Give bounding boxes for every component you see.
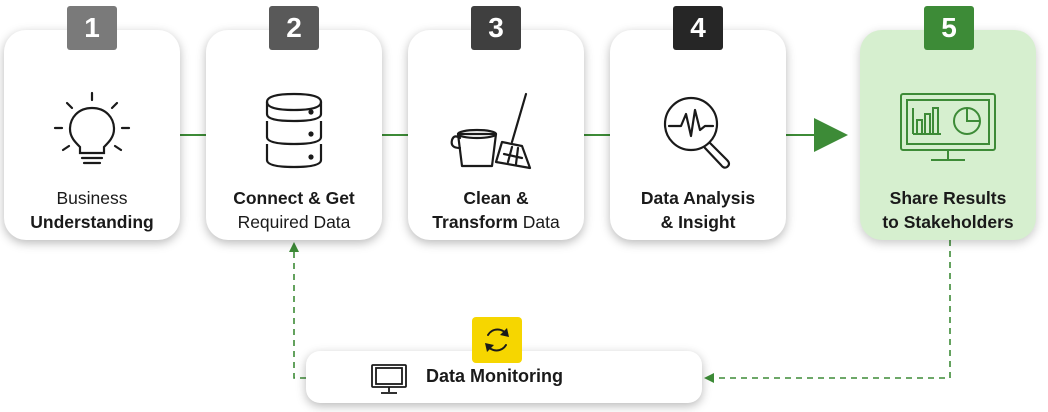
step-5-label: Share Results to Stakeholders — [882, 188, 1014, 232]
step-4-label: Data Analysis & Insight — [640, 188, 756, 232]
step-1-label: Business Understanding — [30, 188, 154, 232]
monitor-icon — [371, 364, 407, 394]
step-3-label: Clean & Transform Data — [432, 188, 560, 232]
lightbulb-icon — [4, 90, 180, 170]
connector-1-2 — [180, 134, 206, 136]
refresh-icon — [472, 317, 522, 363]
database-icon — [206, 90, 382, 170]
step-badge-4: 4 — [673, 6, 723, 50]
step-card-4: Data Analysis & Insight — [610, 30, 786, 240]
dashboard-monitor-icon — [860, 90, 1036, 170]
bucket-broom-icon — [408, 90, 584, 170]
step-2-label: Connect & Get Required Data — [233, 188, 355, 232]
step-badge-2: 2 — [269, 6, 319, 50]
step-badge-5: 5 — [924, 6, 974, 50]
step-card-3: Clean & Transform Data — [408, 30, 584, 240]
connector-3-4 — [584, 134, 610, 136]
step-badge-1: 1 — [67, 6, 117, 50]
connector-2-3 — [382, 134, 408, 136]
step-card-1: Business Understanding — [4, 30, 180, 240]
magnifier-pulse-icon — [610, 90, 786, 170]
step-card-2: Connect & Get Required Data — [206, 30, 382, 240]
step-badge-3: 3 — [471, 6, 521, 50]
arrow-to-step-5 — [814, 118, 848, 152]
step-card-5: Share Results to Stakeholders — [860, 30, 1036, 240]
connector-4-5 — [786, 134, 816, 136]
data-monitoring-label: Data Monitoring — [426, 366, 563, 386]
